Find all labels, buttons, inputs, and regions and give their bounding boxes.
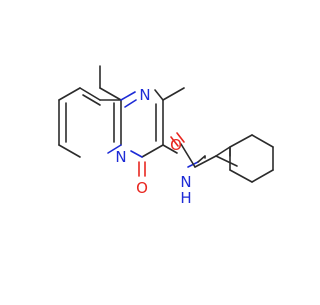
bond [215,146,231,157]
amide-chain [170,132,238,168]
amide-oxygen-bond [170,136,179,147]
cyclohexyl-ring [215,134,274,183]
bond [130,150,143,158]
bond [154,89,164,101]
bond [120,91,136,101]
bond [107,144,122,154]
atom-n-amide: N [180,173,191,191]
bond [162,144,178,154]
bond [229,134,253,148]
bond [79,87,101,101]
bond [251,169,274,183]
bond [99,87,122,101]
bond [229,169,253,183]
atom-o-ketone: O [136,179,148,197]
bond [141,144,164,158]
pyrimidinone-ring [120,87,185,177]
atom-n-bridge: N [115,148,126,166]
molecule-canvas: N N O O N H [58,65,274,207]
atom-h-amide: H [180,189,191,207]
bond [251,134,274,148]
bond [58,144,81,158]
bond [194,155,217,168]
bond [82,94,101,106]
atom-o-amide: O [170,136,182,154]
amide-oxygen-bond [176,132,185,143]
bond [180,143,196,168]
bond [124,99,137,108]
methyl-bond [162,87,185,101]
molecule-structure: N N O O N H [58,65,274,207]
atom-n-ring: N [139,86,150,104]
pyridine-ring [58,65,122,158]
bond [58,87,81,101]
bond [215,155,238,167]
bond [197,155,206,163]
